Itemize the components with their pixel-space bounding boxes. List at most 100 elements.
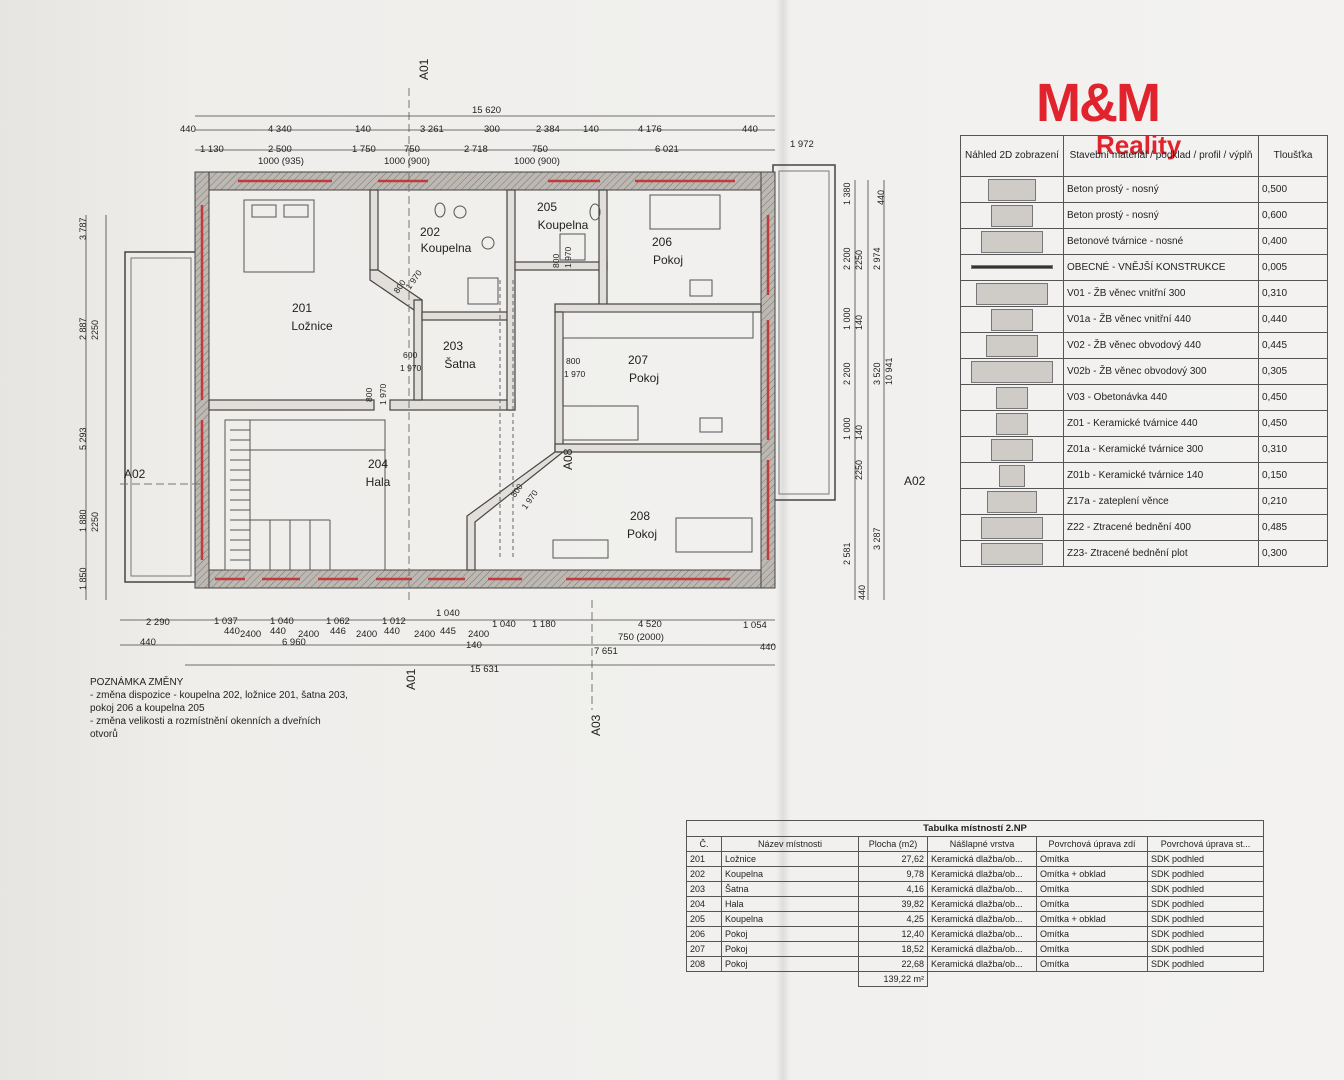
cell-floor: Keramická dlažba/ob... bbox=[927, 851, 1037, 867]
material-swatch bbox=[996, 386, 1028, 409]
room-207-number: 207 bbox=[628, 353, 648, 367]
legend-material: V03 - Obetonávka 440 bbox=[1063, 384, 1259, 411]
svg-text:1 012: 1 012 bbox=[382, 616, 406, 627]
legend-header-material: Stavební materiál / podklad / profil / v… bbox=[1063, 135, 1259, 177]
svg-text:4 520: 4 520 bbox=[638, 619, 662, 630]
legend-thickness: 0,300 bbox=[1258, 540, 1328, 567]
svg-text:2 200: 2 200 bbox=[842, 362, 852, 385]
svg-text:2 384: 2 384 bbox=[536, 124, 560, 135]
cell-floor: Keramická dlažba/ob... bbox=[927, 941, 1037, 957]
legend-material: V01a - ŽB věnec vnitřní 440 bbox=[1063, 306, 1259, 333]
cell-number: 206 bbox=[686, 926, 722, 942]
svg-text:140: 140 bbox=[355, 124, 371, 135]
legend-material: Z01 - Keramické tvárnice 440 bbox=[1063, 410, 1259, 437]
cell-name: Pokoj bbox=[721, 941, 859, 957]
legend-thickness: 0,485 bbox=[1258, 514, 1328, 541]
cell-area: 9,78 bbox=[858, 866, 928, 882]
svg-text:1 380: 1 380 bbox=[842, 182, 852, 205]
room-202-number: 202 bbox=[420, 225, 440, 239]
svg-text:2 974: 2 974 bbox=[872, 247, 882, 270]
legend-preview bbox=[960, 436, 1064, 463]
legend-thickness: 0,450 bbox=[1258, 384, 1328, 411]
legend-preview bbox=[960, 306, 1064, 333]
cell-walls: Omítka bbox=[1036, 956, 1148, 972]
legend-preview bbox=[960, 358, 1064, 385]
section-a01-top: A01 bbox=[417, 58, 431, 80]
svg-text:7 651: 7 651 bbox=[594, 646, 618, 657]
section-a02-left: A02 bbox=[124, 467, 146, 481]
svg-text:1 850: 1 850 bbox=[78, 567, 88, 590]
cell-ceiling: SDK podhled bbox=[1147, 881, 1264, 897]
material-swatch bbox=[976, 282, 1048, 305]
rooms-header-row: Č. Název místnosti Plocha (m2) Nášlapné … bbox=[686, 836, 1264, 852]
legend-material: Z17a - zateplení věnce bbox=[1063, 488, 1259, 515]
legend-preview bbox=[960, 462, 1064, 489]
rooms-total-row: 139,22 m² bbox=[687, 971, 1264, 987]
legend-material: Beton prostý - nosný bbox=[1063, 202, 1259, 229]
legend-header-row: Náhled 2D zobrazení Stavební materiál / … bbox=[960, 135, 1328, 177]
legend-thickness: 0,305 bbox=[1258, 358, 1328, 385]
svg-text:1 040: 1 040 bbox=[270, 616, 294, 627]
legend-thickness: 0,310 bbox=[1258, 280, 1328, 307]
svg-text:2400: 2400 bbox=[414, 629, 435, 640]
room-203-name: Šatna bbox=[444, 356, 476, 371]
cell-floor: Keramická dlažba/ob... bbox=[927, 911, 1037, 927]
legend-material: Z01a - Keramické tvárnice 300 bbox=[1063, 436, 1259, 463]
svg-text:2400: 2400 bbox=[298, 629, 319, 640]
svg-text:1 750: 1 750 bbox=[352, 144, 376, 155]
cell-number: 204 bbox=[686, 896, 722, 912]
cell-ceiling: SDK podhled bbox=[1147, 926, 1264, 942]
material-swatch bbox=[991, 438, 1033, 461]
svg-text:3 520: 3 520 bbox=[872, 362, 882, 385]
legend-thickness: 0,150 bbox=[1258, 462, 1328, 489]
staircase bbox=[224, 419, 386, 571]
svg-text:750: 750 bbox=[404, 144, 420, 155]
svg-text:1 970: 1 970 bbox=[403, 268, 424, 291]
room-207-name: Pokoj bbox=[629, 371, 659, 385]
legend-thickness: 0,500 bbox=[1258, 176, 1328, 203]
section-a08: A08 bbox=[561, 448, 575, 470]
cell-area: 27,62 bbox=[858, 851, 928, 867]
legend-material: OBECNÉ - VNĚJŠÍ KONSTRUKCE bbox=[1063, 254, 1259, 281]
col-ceiling: Povrchová úprava st... bbox=[1147, 836, 1264, 852]
svg-text:2 290: 2 290 bbox=[146, 617, 170, 628]
cell-area: 39,82 bbox=[858, 896, 928, 912]
svg-text:1 970: 1 970 bbox=[564, 369, 586, 379]
cell-walls: Omítka bbox=[1036, 851, 1148, 867]
svg-text:2250: 2250 bbox=[854, 250, 864, 270]
svg-text:445: 445 bbox=[440, 626, 456, 637]
svg-text:2250: 2250 bbox=[90, 512, 100, 532]
legend-thickness: 0,600 bbox=[1258, 202, 1328, 229]
svg-text:1 130: 1 130 bbox=[200, 144, 224, 155]
cell-number: 202 bbox=[686, 866, 722, 882]
cell-number: 205 bbox=[686, 911, 722, 927]
room-labels: 201 Ložnice 202 Koupelna 203 Šatna 204 H… bbox=[291, 200, 683, 541]
svg-text:1 054: 1 054 bbox=[743, 620, 767, 631]
svg-text:1 970: 1 970 bbox=[563, 246, 573, 268]
note-line: pokoj 206 a koupelna 205 bbox=[90, 703, 205, 714]
svg-text:2 718: 2 718 bbox=[464, 144, 488, 155]
cell-name: Šatna bbox=[721, 881, 859, 897]
svg-text:3 787: 3 787 bbox=[78, 217, 88, 240]
legend-header-thickness: Tloušťka bbox=[1258, 135, 1328, 177]
cell-ceiling: SDK podhled bbox=[1147, 851, 1264, 867]
material-swatch bbox=[981, 542, 1043, 565]
svg-text:440: 440 bbox=[180, 124, 196, 135]
legend-thickness: 0,005 bbox=[1258, 254, 1328, 281]
cell-number: 207 bbox=[686, 941, 722, 957]
room-206-number: 206 bbox=[652, 235, 672, 249]
svg-text:440: 440 bbox=[760, 642, 776, 653]
room-208-name: Pokoj bbox=[627, 527, 657, 541]
svg-text:2 887: 2 887 bbox=[78, 317, 88, 340]
legend-material: V02b - ŽB věnec obvodový 300 bbox=[1063, 358, 1259, 385]
svg-text:2250: 2250 bbox=[90, 320, 100, 340]
exterior-walls bbox=[194, 171, 776, 589]
cell-walls: Omítka + obklad bbox=[1036, 866, 1148, 882]
windows bbox=[200, 179, 770, 581]
note-line: otvorů bbox=[90, 729, 118, 740]
